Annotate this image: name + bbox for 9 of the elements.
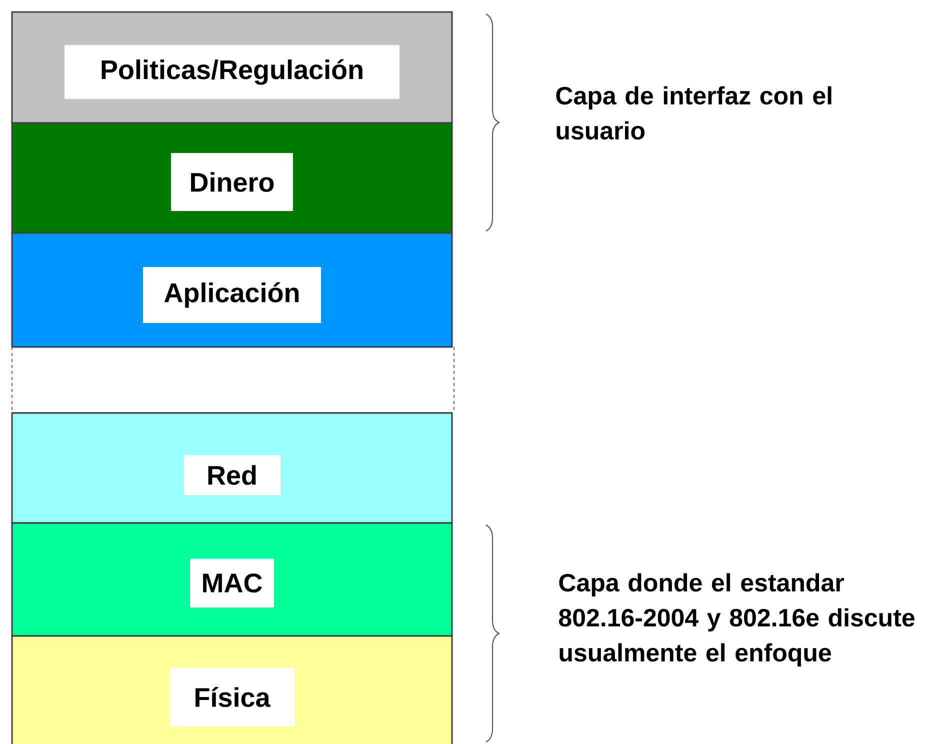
layer-band: MAC (11, 522, 453, 637)
layer-group-note: Capa donde el estandar 802.16-2004 y 802.16e discute usualmente el enfoque (559, 573, 914, 667)
empty-band (12, 346, 454, 414)
layer-group-note: Capa de interfaz con el usuario (556, 86, 832, 140)
layer-band: Física (11, 635, 453, 744)
layer-band: Aplicación (11, 232, 453, 348)
layer-band: Dinero (11, 122, 453, 234)
layer-band: Red (11, 412, 453, 524)
layer-band: Politicas/Regulación (11, 11, 453, 124)
